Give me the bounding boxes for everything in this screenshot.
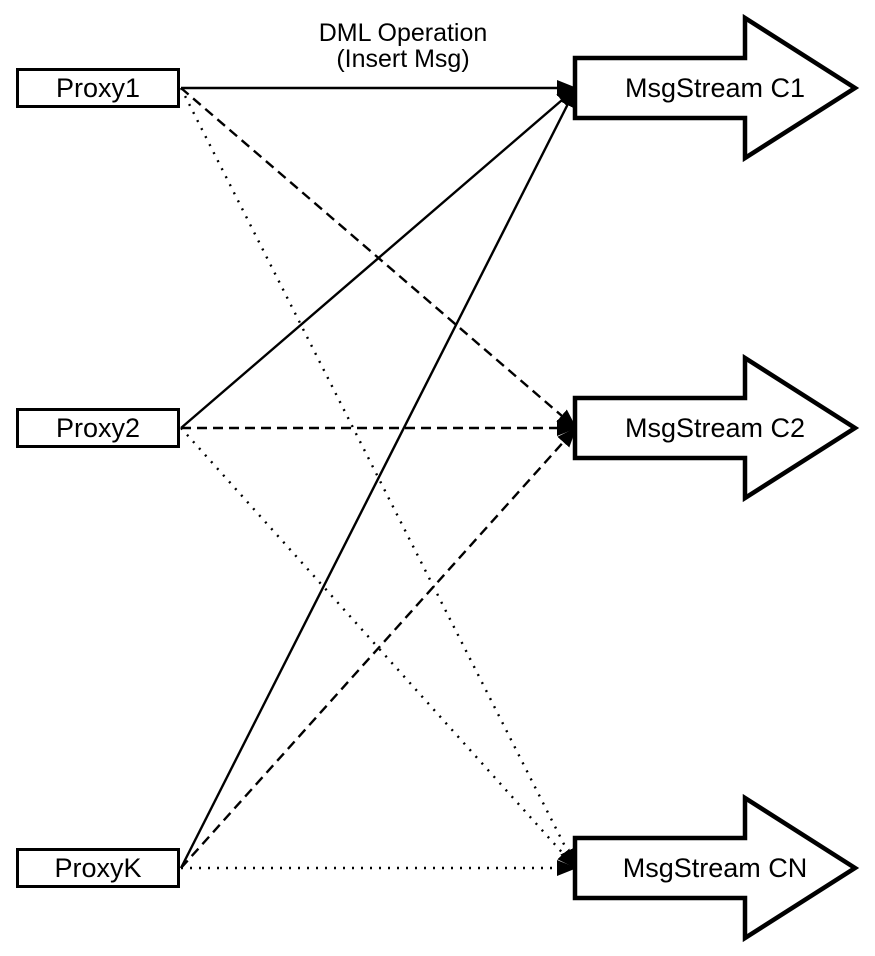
- block-arrow-c2: [572, 353, 860, 503]
- block-arrow-c1: [572, 13, 860, 163]
- diagram-title-line1: DML Operation: [318, 19, 488, 47]
- proxyk-label: ProxyK: [54, 852, 142, 883]
- edge-proxyk-c2-dashed: [180, 427, 577, 869]
- proxyk-node: ProxyK: [16, 848, 180, 888]
- diagram-title-line2: (Insert Msg): [336, 45, 470, 73]
- block-arrow-cn: [572, 793, 860, 943]
- proxy2-node: Proxy2: [16, 408, 180, 448]
- edge-proxy1-cn-dotted: [179, 87, 578, 869]
- proxy2-label: Proxy2: [55, 412, 141, 443]
- proxy1-node: Proxy1: [16, 68, 180, 108]
- diagram-title: DML Operation (Insert Msg): [253, 20, 553, 72]
- edge-proxy2-c1-solid: [180, 87, 577, 429]
- edge-proxyk-c1-solid: [179, 87, 578, 869]
- proxy1-label: Proxy1: [55, 72, 141, 103]
